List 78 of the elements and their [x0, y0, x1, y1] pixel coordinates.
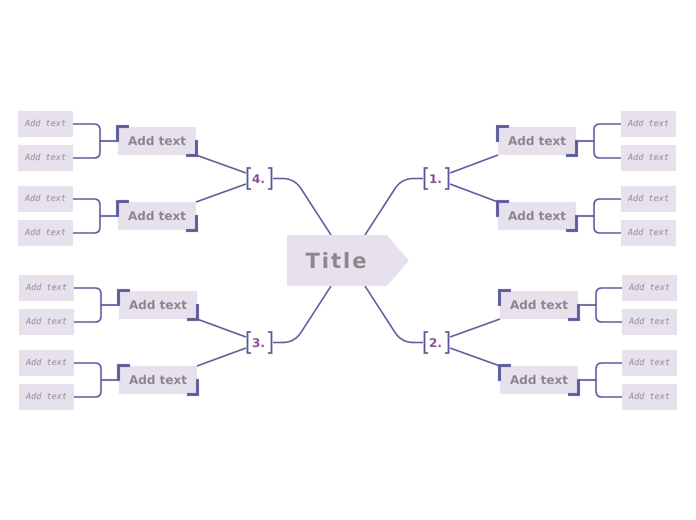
leaf-label: Add text	[629, 358, 670, 368]
leaf-box	[19, 275, 74, 301]
connector-line	[196, 347, 246, 367]
leaf-box	[621, 145, 676, 171]
numbered-bracket	[246, 167, 273, 190]
connector-line	[364, 178, 423, 236]
topic-label: Add text	[508, 209, 566, 223]
connector-line	[273, 286, 332, 344]
topic-box	[117, 289, 199, 321]
leaf-box	[621, 186, 676, 212]
connector-line	[74, 304, 117, 323]
connector-line	[196, 183, 246, 203]
topic-box	[496, 200, 578, 232]
leaf-label: Add text	[26, 283, 67, 293]
topic-label: Add text	[129, 373, 187, 387]
leaf-label: Add text	[629, 283, 670, 293]
topic-box	[498, 289, 580, 321]
leaf-label: Add text	[26, 317, 67, 327]
leaf-box	[622, 350, 677, 376]
connector-line	[74, 379, 117, 398]
connector-line	[450, 183, 498, 203]
connector-line	[273, 178, 332, 236]
leaf-box	[19, 309, 74, 335]
branch-number: 4.	[252, 172, 265, 186]
leaf-label: Add text	[628, 153, 669, 163]
central-topic-arrow	[287, 235, 409, 286]
leaf-box	[622, 275, 677, 301]
title-text: Title	[305, 248, 368, 272]
connector-line	[73, 215, 116, 234]
numbered-bracket	[246, 331, 273, 354]
branch-number: 1.	[429, 172, 442, 186]
leaf-label: Add text	[26, 358, 67, 368]
leaf-label: Add text	[25, 153, 66, 163]
leaf-label: Add text	[25, 194, 66, 204]
leaf-box	[18, 220, 73, 246]
leaf-box	[621, 220, 676, 246]
connector-line	[580, 304, 622, 323]
leaf-box	[19, 384, 74, 410]
topic-box	[116, 200, 198, 232]
topic-box	[496, 125, 578, 157]
leaf-box	[622, 309, 677, 335]
topic-label: Add text	[510, 373, 568, 387]
leaf-label: Add text	[628, 194, 669, 204]
connector-line	[450, 347, 500, 367]
connector-line	[196, 154, 246, 174]
leaf-label: Add text	[25, 119, 66, 129]
connector-line	[450, 154, 498, 174]
connector-line	[73, 140, 116, 159]
topic-label: Add text	[128, 134, 186, 148]
topic-box	[117, 364, 199, 396]
leaf-label: Add text	[25, 228, 66, 238]
branch-number: 3.	[252, 336, 265, 350]
topic-label: Add text	[510, 298, 568, 312]
connector-line	[196, 318, 246, 338]
leaf-label: Add text	[629, 392, 670, 402]
leaf-box	[19, 350, 74, 376]
numbered-bracket	[423, 331, 450, 354]
leaf-label: Add text	[629, 317, 670, 327]
connector-line	[364, 286, 423, 344]
topic-label: Add text	[129, 298, 187, 312]
branch-number: 2.	[429, 336, 442, 350]
leaf-box	[18, 145, 73, 171]
connector-line	[578, 215, 621, 234]
connector-line	[578, 140, 621, 159]
connector-line	[580, 379, 622, 398]
leaf-box	[622, 384, 677, 410]
topic-box	[116, 125, 198, 157]
topic-box	[498, 364, 580, 396]
leaf-box	[621, 111, 676, 137]
leaf-label: Add text	[628, 119, 669, 129]
leaf-label: Add text	[26, 392, 67, 402]
connector-line	[450, 318, 500, 338]
topic-label: Add text	[128, 209, 186, 223]
leaf-box	[18, 186, 73, 212]
topic-label: Add text	[508, 134, 566, 148]
numbered-bracket	[423, 167, 450, 190]
leaf-box	[18, 111, 73, 137]
leaf-label: Add text	[628, 228, 669, 238]
